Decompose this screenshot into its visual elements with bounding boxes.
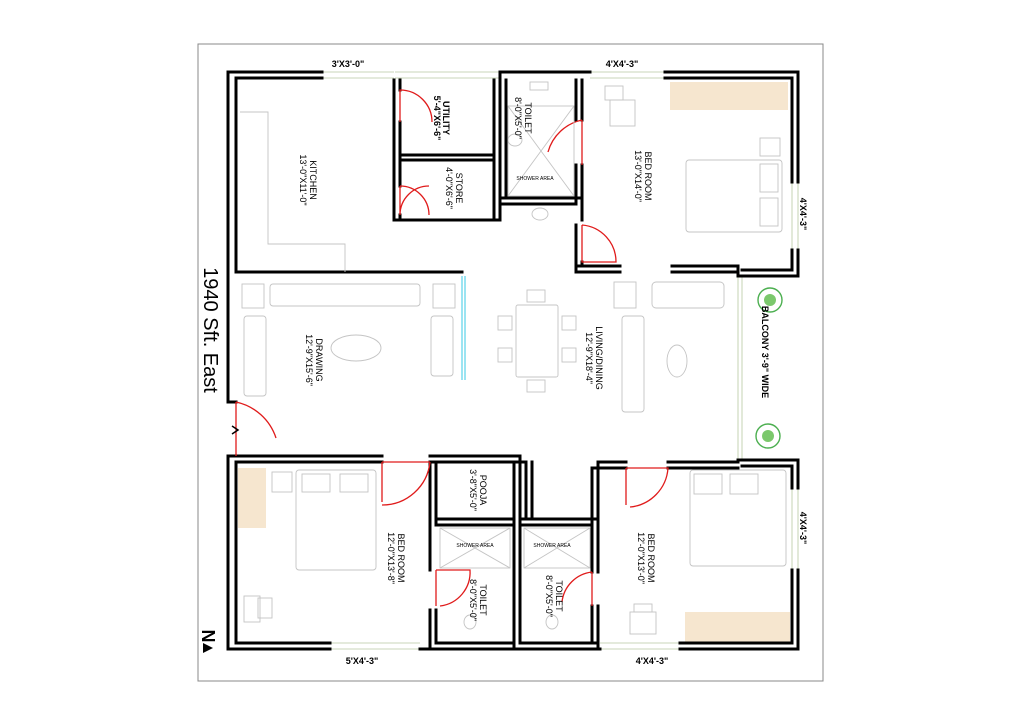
bedroom-left-size: 12'-0"X13'-8" [386,532,396,584]
bedroom-right-size: 12'-0"X13'-0" [636,532,646,584]
toilet-top-size: 8'-0"X5'-0" [513,97,523,139]
window-top-right-dim: 4'X4'-3" [606,59,639,69]
shower-area-right: SHOWER AREA [533,543,571,549]
bedroom-top-size: 13'-0"X14'-0" [633,150,643,202]
kitchen-counter [240,111,346,272]
plant-icon [755,287,783,449]
doors [235,89,669,607]
window-top-left-dim: 3'X3'-0" [332,59,365,69]
north-label: N [198,630,218,643]
walls [226,70,800,651]
bedroom-top-label: BED ROOM [643,151,653,200]
window-right-upper-dim: 4'X4'-3" [798,198,808,231]
bedroom-right-furniture [629,469,787,635]
drawing-label: DRAWING [314,338,324,381]
north-indicator: N [198,630,218,653]
toilet-mid-size: 8'-0"X5'-0" [468,579,478,621]
window-bottom-right-dim: 4'X4'-3" [636,656,669,666]
pooja-label: POOJA [478,475,488,506]
living-size: 12'-9"X18'-4" [584,332,594,384]
north-arrow-icon [203,643,213,653]
toilet-right-label: TOILET [554,580,564,612]
shower-area-top: SHOWER AREA [516,176,554,182]
living-label: LIVING/DINING [594,326,604,390]
bedroom-left-wardrobe [238,468,266,528]
toilet-top-label: TOILET [523,102,533,134]
toilet-fixtures [439,81,591,630]
kitchen-size: 13'-0"X11'-0" [298,154,308,205]
plan-title: 1940 Sft. East [199,267,221,393]
window-right-lower-dim: 4'X4'-3" [798,512,808,545]
window-bottom-left-dim: 5'X4'-3" [346,656,379,666]
dining-set [497,289,577,393]
bedroom-left-furniture [243,469,377,623]
bedroom-left-label: BED ROOM [396,533,406,582]
shower-area-mid: SHOWER AREA [456,543,494,549]
kitchen-label: KITCHEN [308,160,318,200]
drawing-furniture [241,276,466,397]
utility-size: 5'-4"X6'-6" [432,96,442,141]
bedroom-right-label: BED ROOM [646,533,656,582]
balcony-label: BALCONY 3'-9" WIDE [760,306,770,398]
utility-label: UTILITY [441,101,451,135]
bedroom-top-furniture [604,85,783,233]
sheet-border [197,43,824,682]
pooja-size: 3'-8"X5'-0" [468,469,478,511]
entry-arrow-icon [231,425,240,435]
living-furniture [613,281,725,413]
store-size: 4'-0"X6'-6" [444,167,454,209]
toilet-mid-label: TOILET [478,584,488,616]
bedroom-top-wardrobe [670,82,788,110]
toilet-right-size: 8'-0"X5'-0" [544,575,554,617]
store-label: STORE [454,173,464,204]
windows [322,71,799,650]
bedroom-right-wardrobe [685,612,790,642]
drawing-size: 12'-9"X15'-6" [304,334,314,386]
